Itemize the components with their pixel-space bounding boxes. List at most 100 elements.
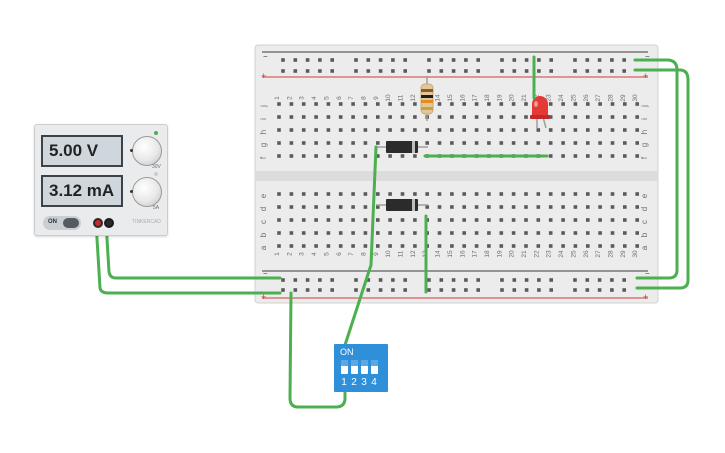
rail-hole-0-3[interactable] (305, 58, 310, 62)
hole-e29[interactable] (623, 192, 627, 196)
rail-hole-2-7[interactable] (366, 278, 371, 282)
rail-hole-3-20[interactable] (549, 288, 553, 292)
led-red[interactable] (530, 96, 550, 129)
hole-d27[interactable] (598, 205, 602, 209)
hole-e22[interactable] (536, 192, 541, 196)
hole-e18[interactable] (487, 192, 491, 196)
hole-g14[interactable] (437, 141, 442, 145)
diode-bottom[interactable] (376, 199, 428, 211)
hole-a8[interactable] (363, 244, 368, 248)
hole-d19[interactable] (499, 205, 504, 209)
rail-hole-2-5[interactable] (330, 278, 334, 282)
hole-d17[interactable] (474, 205, 479, 209)
rail-hole-3-9[interactable] (391, 288, 395, 292)
rail-hole-0-7[interactable] (366, 58, 371, 62)
hole-f23[interactable] (548, 154, 553, 158)
hole-j24[interactable] (561, 102, 565, 106)
hole-d16[interactable] (462, 205, 466, 209)
hole-i11[interactable] (400, 115, 405, 119)
hole-b1[interactable] (277, 231, 281, 235)
rail-hole-3-18[interactable] (524, 288, 529, 292)
hole-f4[interactable] (314, 154, 318, 158)
hole-i30[interactable] (635, 115, 639, 119)
hole-g1[interactable] (277, 141, 281, 145)
hole-j11[interactable] (400, 102, 405, 106)
hole-h8[interactable] (363, 128, 368, 132)
hole-a15[interactable] (450, 244, 454, 248)
rail-hole-1-11[interactable] (427, 69, 431, 73)
hole-j19[interactable] (499, 102, 504, 106)
rail-hole-2-22[interactable] (585, 278, 590, 282)
hole-c29[interactable] (623, 218, 627, 222)
hole-g19[interactable] (499, 141, 504, 145)
hole-c9[interactable] (376, 218, 380, 222)
hole-c6[interactable] (338, 218, 343, 222)
hole-j3[interactable] (301, 102, 306, 106)
hole-b19[interactable] (499, 231, 504, 235)
hole-g28[interactable] (610, 141, 615, 145)
hole-a16[interactable] (462, 244, 466, 248)
hole-c24[interactable] (561, 218, 565, 222)
power-supply[interactable]: 5.00 V 3.12 mA 30V 5A ON TINKERCAD (34, 124, 168, 236)
hole-a11[interactable] (400, 244, 405, 248)
hole-b28[interactable] (610, 231, 615, 235)
dip-switch-4[interactable] (371, 360, 378, 374)
hole-h16[interactable] (462, 128, 466, 132)
hole-a6[interactable] (338, 244, 343, 248)
hole-d21[interactable] (524, 205, 528, 209)
hole-h9[interactable] (376, 128, 380, 132)
hole-j14[interactable] (437, 102, 442, 106)
hole-g22[interactable] (536, 141, 541, 145)
hole-d15[interactable] (450, 205, 454, 209)
hole-h26[interactable] (586, 128, 590, 132)
hole-i23[interactable] (548, 115, 553, 119)
hole-b8[interactable] (363, 231, 368, 235)
hole-b12[interactable] (413, 231, 417, 235)
hole-h25[interactable] (573, 128, 578, 132)
rail-hole-2-15[interactable] (476, 278, 480, 282)
rail-hole-2-11[interactable] (427, 278, 431, 282)
rail-hole-2-17[interactable] (512, 278, 517, 282)
hole-g23[interactable] (548, 141, 553, 145)
hole-b15[interactable] (450, 231, 454, 235)
hole-b21[interactable] (524, 231, 528, 235)
hole-b17[interactable] (474, 231, 479, 235)
hole-c17[interactable] (474, 218, 479, 222)
hole-i8[interactable] (363, 115, 368, 119)
rail-hole-3-4[interactable] (318, 288, 322, 292)
hole-a7[interactable] (351, 244, 355, 248)
rail-hole-1-20[interactable] (549, 69, 553, 73)
rail-hole-2-19[interactable] (537, 278, 541, 282)
hole-e10[interactable] (388, 192, 392, 196)
rail-hole-1-3[interactable] (305, 69, 310, 73)
rail-hole-3-17[interactable] (512, 288, 517, 292)
rail-hole-1-17[interactable] (512, 69, 517, 73)
hole-b7[interactable] (351, 231, 355, 235)
rail-hole-2-18[interactable] (524, 278, 529, 282)
rail-hole-2-10[interactable] (403, 278, 407, 282)
hole-c14[interactable] (437, 218, 442, 222)
rail-hole-0-20[interactable] (549, 58, 553, 62)
rail-hole-3-10[interactable] (403, 288, 407, 292)
rail-hole-0-10[interactable] (403, 58, 407, 62)
hole-a10[interactable] (388, 244, 392, 248)
hole-j20[interactable] (511, 102, 516, 106)
rail-hole-2-23[interactable] (597, 278, 602, 282)
hole-a9[interactable] (376, 244, 380, 248)
rail-hole-2-6[interactable] (354, 278, 358, 282)
rail-hole-3-5[interactable] (330, 288, 334, 292)
hole-j15[interactable] (450, 102, 454, 106)
rail-hole-1-6[interactable] (354, 69, 358, 73)
wire-dip-to-diode[interactable] (343, 145, 378, 347)
hole-f3[interactable] (301, 154, 306, 158)
rail-hole-1-21[interactable] (573, 69, 577, 73)
hole-g16[interactable] (462, 141, 466, 145)
hole-i19[interactable] (499, 115, 504, 119)
hole-j27[interactable] (598, 102, 602, 106)
hole-b2[interactable] (289, 231, 294, 235)
hole-a28[interactable] (610, 244, 615, 248)
hole-a30[interactable] (635, 244, 639, 248)
hole-j28[interactable] (610, 102, 615, 106)
dip-switch-1[interactable] (341, 360, 348, 374)
rail-hole-0-9[interactable] (391, 58, 395, 62)
